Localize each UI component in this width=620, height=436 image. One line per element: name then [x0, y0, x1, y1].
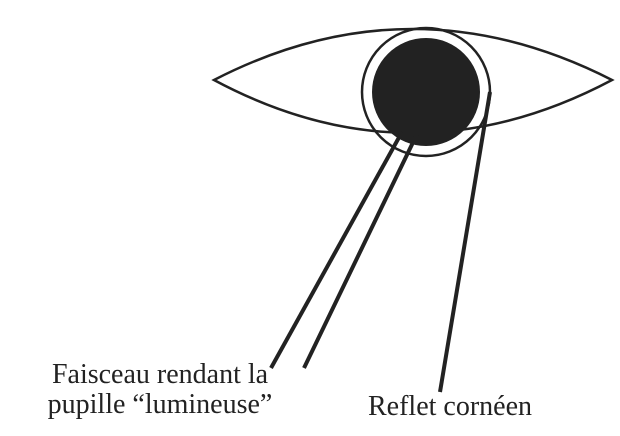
corneal-reflex-label: Reflet cornéen — [368, 392, 532, 422]
beam-line-left — [271, 132, 402, 368]
pupil-icon — [372, 38, 480, 146]
beam-line-right — [304, 132, 418, 368]
beam-label-line-2: pupille “lumineuse” — [14, 390, 306, 420]
beam-label-line-1: Faisceau rendant la — [14, 360, 306, 390]
beam-label: Faisceau rendant la pupille “lumineuse” — [14, 360, 306, 420]
